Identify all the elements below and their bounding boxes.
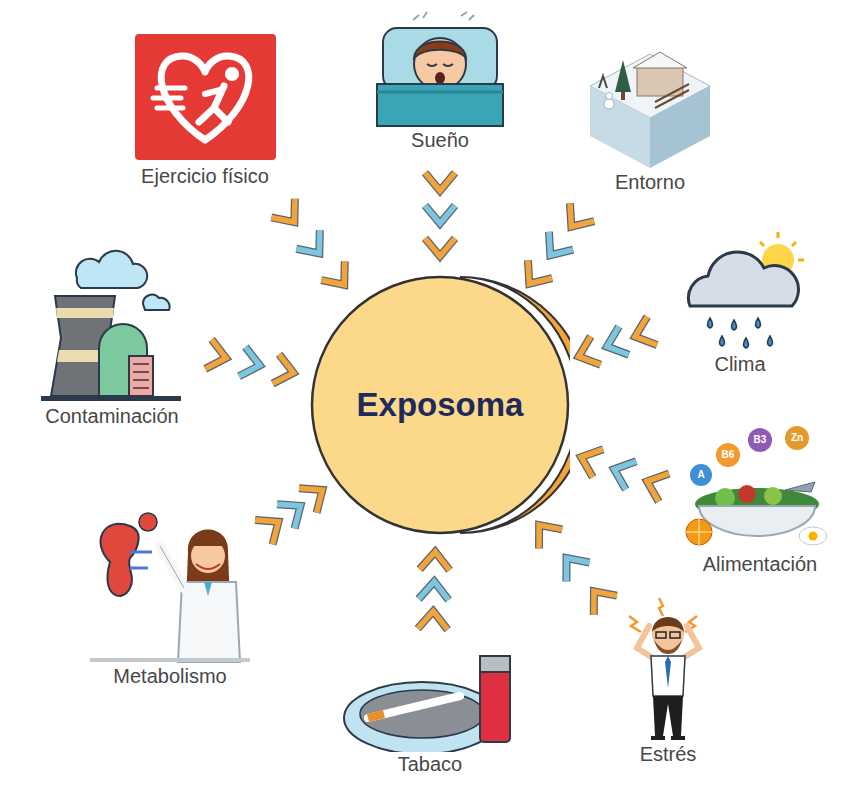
factor-node: Alimentación [685,470,835,576]
factor-node: Clima [670,224,810,376]
tabaco-icon [340,648,520,752]
factor-label: Estrés [623,742,713,766]
factor-node: Ejercicio físico [133,32,278,188]
hub-circle: Exposoma [310,275,570,535]
run-icon [133,32,278,164]
vitamin-circle [785,426,809,450]
env-icon [585,46,715,170]
chevron-arrow [271,194,355,298]
sleep-icon [375,6,505,128]
factor-node: Metabolismo [90,512,250,688]
vitamin-label: Zn [785,431,809,445]
factor-label: Contaminación [37,404,187,428]
vitamin-label: A [689,468,713,482]
doctor-icon [90,512,250,664]
chevron-arrow [425,160,455,269]
vitamin-circle [690,464,712,486]
vitamin-circle [716,443,740,467]
factory-icon [37,238,187,404]
factor-label: Tabaco [340,752,520,776]
factor-label: Clima [670,352,810,376]
vitamin-circle [748,428,772,452]
factor-label: Metabolismo [90,664,250,688]
factor-node: Sueño [375,6,505,152]
chevron-arrow [568,317,662,365]
factor-node: Estrés [623,596,713,766]
chevron-arrow [418,541,450,640]
chevron-arrow [195,340,307,384]
chevron-arrow [255,485,330,545]
chevron-arrow [568,449,678,501]
factor-node: Tabaco [340,648,520,776]
cloud-icon [670,224,810,352]
food-icon [685,470,835,552]
vitamin-label: B6 [716,448,740,462]
chevron-arrow [527,510,618,621]
vitamin-label: B3 [748,433,772,447]
factor-label: Alimentación [685,552,835,576]
factor-node: Contaminación [37,238,187,428]
factor-node: Entorno [585,46,715,194]
factor-label: Entorno [585,170,715,194]
stress-icon [623,596,713,742]
factor-label: Sueño [375,128,505,152]
factor-label: Ejercicio físico [133,164,278,188]
chevron-arrow [521,200,594,295]
hub-title: Exposoma [353,393,528,417]
